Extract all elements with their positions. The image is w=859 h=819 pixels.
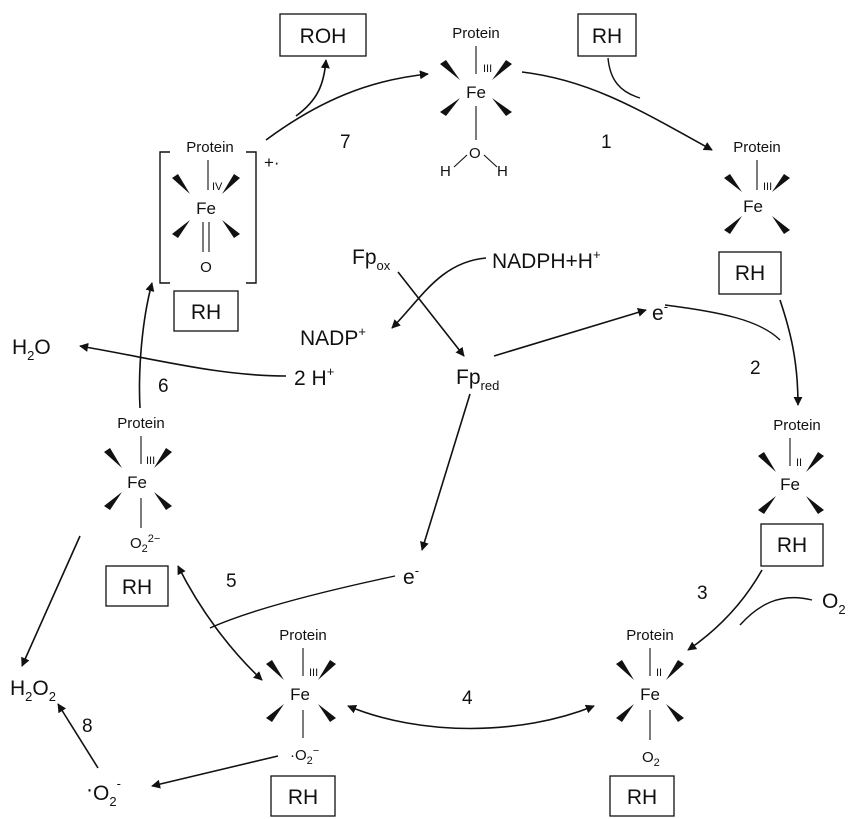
fe-label: Fe — [290, 685, 310, 704]
oxidation-state-label: III — [309, 667, 318, 679]
substrate-rh-box-top: RH — [577, 13, 637, 57]
rh-label: RH — [191, 301, 221, 324]
arrow-fpred-to-electron-top — [493, 308, 647, 357]
product-roh-box: ROH — [279, 13, 367, 57]
roh-label: ROH — [300, 25, 347, 48]
step-number-8: 8 — [82, 716, 93, 737]
oxidation-state-label: II — [796, 457, 802, 469]
hydrogen-peroxide-label: H2O2 — [10, 677, 56, 704]
protein-label: Protein — [117, 415, 165, 432]
complex-fe2-dioxygen: Protein II Fe O2 RH — [609, 627, 684, 817]
nadph-label: NADPH+H+ — [492, 247, 601, 273]
protein-label: Protein — [279, 627, 327, 644]
radical-cation-label: +· — [264, 153, 280, 172]
arrow-superoxo-to-superoxide — [151, 755, 279, 789]
two-protons-label: 2 H+ — [294, 364, 334, 390]
arrow-electron-in-2 — [664, 304, 781, 341]
nadp-label: NADP+ — [300, 324, 366, 350]
arrow-step-1 — [521, 71, 713, 151]
peroxo-ligand-label: O22− — [130, 533, 160, 555]
oxidation-state-label: III — [483, 63, 492, 75]
arrow-rh-in-1 — [607, 57, 641, 99]
fe-label: Fe — [127, 473, 147, 492]
step-number-3: 3 — [697, 583, 708, 604]
o-label: O — [469, 145, 481, 162]
complex-fe3-substrate: Protein III Fe RH — [718, 139, 790, 295]
complex-fe4-oxo: +· Protein IV Fe O RH — [159, 139, 280, 332]
fe-label: Fe — [743, 197, 763, 216]
rh-label: RH — [627, 786, 657, 809]
protein-label: Protein — [773, 417, 821, 434]
rh-label: RH — [122, 576, 152, 599]
fe-label: Fe — [466, 83, 486, 102]
arrow-o2-in-3 — [739, 596, 813, 626]
superoxo-ligand-label: ·O2− — [290, 745, 319, 767]
step-number-7: 7 — [340, 132, 351, 153]
protein-label: Protein — [626, 627, 674, 644]
step-number-6: 6 — [158, 376, 169, 397]
complex-fe3-superoxo: Protein III Fe ·O2− RH — [266, 627, 336, 817]
oxidation-state-label: III — [763, 181, 772, 193]
step-number-1: 1 — [601, 132, 612, 153]
water-label: H2O — [12, 336, 51, 363]
protein-label: Protein — [186, 139, 234, 156]
fp-red-label: Fpred — [456, 366, 499, 393]
electron-label-bottom: e- — [403, 563, 419, 589]
oxidation-state-label: III — [146, 455, 155, 467]
fe-label: Fe — [196, 199, 216, 218]
dioxygen-label: O2 — [822, 590, 846, 617]
arrow-peroxo-to-h2o2 — [21, 535, 81, 667]
protein-label: Protein — [452, 25, 500, 42]
protein-label: Protein — [733, 139, 781, 156]
rh-label: RH — [288, 786, 318, 809]
oxo-label: O — [200, 259, 212, 276]
complex-fe2-substrate: Protein II Fe RH — [758, 417, 824, 567]
arrow-step-2 — [779, 299, 803, 406]
superoxide-label: ·O2- — [86, 776, 121, 809]
fp-ox-label: Fpox — [352, 246, 391, 273]
arrow-nadph-to-nadp — [391, 257, 487, 329]
step-number-4: 4 — [462, 688, 473, 709]
step-number-2: 2 — [750, 358, 761, 379]
fe-label: Fe — [640, 685, 660, 704]
oxidation-state-label: II — [656, 667, 662, 679]
arrow-water-out-6 — [79, 342, 287, 377]
arrow-step-7 — [265, 70, 429, 141]
oxidation-state-label: IV — [212, 181, 223, 193]
arrow-step-3 — [687, 569, 763, 651]
step-number-5: 5 — [226, 571, 237, 592]
complex-resting-water: Protein III Fe H O H — [440, 25, 512, 180]
arrow-electron-in-5 — [209, 575, 396, 629]
arrow-step-8 — [57, 703, 99, 769]
rh-label: RH — [592, 25, 622, 48]
complex-fe3-peroxo: Protein III Fe O22− RH — [104, 415, 172, 607]
h-label-left: H — [440, 163, 451, 180]
arrow-fpred-to-electron-bottom — [420, 393, 471, 551]
rh-label: RH — [777, 534, 807, 557]
rh-label: RH — [735, 262, 765, 285]
arrow-step-6 — [138, 282, 155, 409]
h-label-right: H — [497, 163, 508, 180]
arrow-fpox-to-fpred — [397, 271, 465, 357]
o2-ligand-label: O2 — [642, 749, 660, 769]
arrow-step-5 — [177, 565, 263, 681]
fe-label: Fe — [780, 475, 800, 494]
arrow-step-4 — [347, 704, 595, 730]
arrow-roh-out-7 — [295, 59, 330, 117]
electron-label-top: e- — [652, 299, 668, 325]
